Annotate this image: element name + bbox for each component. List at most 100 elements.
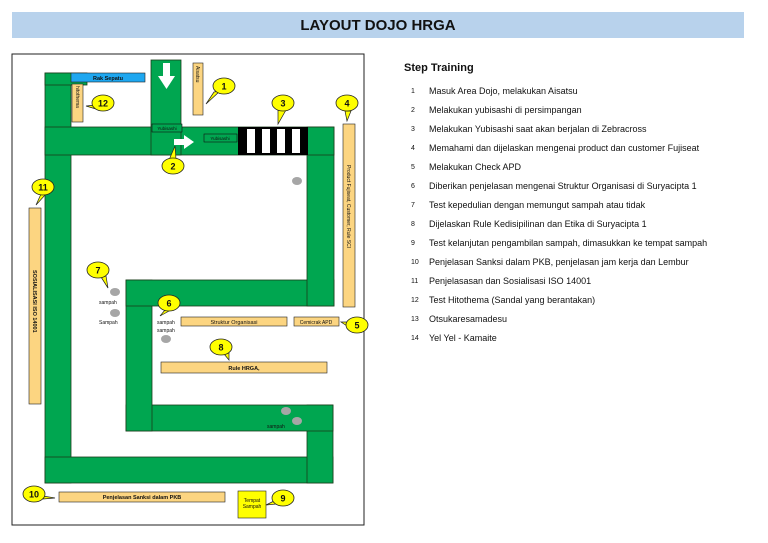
trash-blob-icon [292, 417, 302, 425]
step-marker-number: 7 [95, 266, 100, 276]
product-board-label: Product Fujiseat, Customer, Rule SCI [345, 165, 351, 248]
sampah-label-d: sampah [157, 328, 175, 334]
step-text: Penjelasasan dan Sosialisasi ISO 14001 [429, 276, 592, 286]
step-marker-bubble [31, 178, 55, 196]
step-text: Otsukaresamadesu [429, 314, 508, 324]
cek-apd-label: Cemicrak APD [300, 320, 333, 326]
step-marker-tail [35, 193, 47, 206]
step-marker-number: 1 [221, 82, 226, 92]
trash-blob-icon [281, 407, 291, 415]
step-marker-number: 11 [38, 183, 48, 193]
sampah-label-e: sampah [267, 424, 285, 430]
step-marker-bubble [22, 485, 46, 503]
step-item: 13 Otsukaresamadesu [404, 313, 754, 332]
trash-items [110, 177, 302, 425]
rak-sepatu-box [70, 72, 146, 83]
rule-hrga-label: Rule HRGA, [228, 366, 260, 372]
step-number: 13 [411, 316, 419, 323]
step-number: 10 [411, 259, 419, 266]
hitothema-label: hitothema [74, 86, 80, 108]
step-marker-tail [277, 109, 287, 126]
step-marker-bubble [209, 338, 233, 356]
trash-blob-icon [161, 335, 171, 343]
step-marker: 2 [161, 145, 185, 175]
step-marker: 9 [265, 489, 295, 507]
step-marker: 4 [335, 94, 359, 123]
step-number: 2 [411, 107, 415, 114]
step-marker: 10 [22, 485, 56, 503]
step-text: Masuk Area Dojo, melakukan Aisatsu [429, 86, 578, 96]
trash-blob-icon [110, 288, 120, 296]
aisatsu-box [192, 62, 204, 116]
yubisashi-label-2: Yubisashi [210, 136, 229, 141]
step-marker-number: 3 [280, 99, 285, 109]
step-marker-number: 6 [166, 299, 171, 309]
step-marker-bubble [335, 94, 359, 112]
step-text: Penjelasan Sanksi dalam PKB, penjelasan … [429, 257, 689, 267]
aisatsu-label: Aisatsu [194, 66, 200, 83]
hitothema-box [71, 83, 84, 123]
step-marker-bubble [271, 94, 295, 112]
cek-apd-board [293, 316, 340, 327]
step-number: 9 [411, 240, 415, 247]
step-marker-number: 12 [98, 99, 108, 109]
step-number: 7 [411, 202, 415, 209]
iso-14001-board [28, 207, 42, 405]
step-marker: 5 [339, 316, 369, 334]
step-item: 10 Penjelasan Sanksi dalam PKB, penjelasa… [404, 256, 754, 275]
zebra-cross [238, 127, 308, 155]
step-number: 3 [411, 126, 415, 133]
step-marker-number: 2 [170, 162, 175, 172]
yubisashi-box-1 [151, 123, 183, 133]
rak-sepatu-label: Rak Sepatu [93, 76, 123, 82]
step-number: 14 [411, 335, 419, 342]
step-marker: 11 [31, 178, 55, 206]
step-marker: 8 [209, 338, 233, 361]
step-marker: 1 [205, 77, 236, 105]
step-marker: 12 [85, 94, 115, 112]
struktur-organisasi-label: Struktur Organisasi [210, 320, 257, 326]
trash-blob-icon [110, 309, 120, 317]
direction-arrow-icon [174, 135, 194, 149]
step-marker-bubble [157, 294, 181, 312]
step-marker-number: 10 [29, 490, 39, 500]
trash-blob-icon [292, 177, 302, 185]
step-text: Dijelaskan Rule Kedisipilinan dan Etika … [429, 219, 647, 229]
sanksi-label: Penjelasan Sanksi dalam PKB [103, 495, 182, 501]
step-marker-number: 9 [280, 494, 285, 504]
sampah-label-b: Sampah [99, 320, 118, 326]
struktur-organisasi-board [180, 316, 288, 327]
step-marker-number: 4 [344, 99, 349, 109]
yubisashi-label-1: Yubisashi [157, 126, 176, 131]
step-marker-bubble [161, 157, 185, 175]
sanksi-board [58, 491, 226, 503]
step-item: 14 Yel Yel - Kamaite [404, 332, 754, 351]
rule-hrga-board [160, 361, 328, 374]
step-item: 1 Masuk Area Dojo, melakukan Aisatsu [404, 85, 754, 104]
step-text: Melakukan yubisashi di persimpangan [429, 105, 582, 115]
step-text: Yel Yel - Kamaite [429, 333, 497, 343]
sampah-label-a: sampah [99, 300, 117, 306]
step-marker-bubble [271, 489, 295, 507]
step-text: Melakukan Yubisashi saat akan berjalan d… [429, 124, 647, 134]
step-text: Test Hitothema (Sandal yang berantakan) [429, 295, 596, 305]
step-marker-number: 5 [354, 321, 359, 331]
step-number: 4 [411, 145, 415, 152]
iso-14001-label: SOSIALISASI ISO 14001 [31, 270, 37, 333]
step-number: 1 [411, 88, 415, 95]
entrance-arrow-icon [158, 63, 175, 89]
step-marker: 6 [157, 294, 181, 317]
step-number: 6 [411, 183, 415, 190]
step-marker-tail [344, 110, 352, 123]
step-item: 3 Melakukan Yubisashi saat akan berjalan … [404, 123, 754, 142]
title-bar: LAYOUT DOJO HRGA [12, 12, 744, 38]
